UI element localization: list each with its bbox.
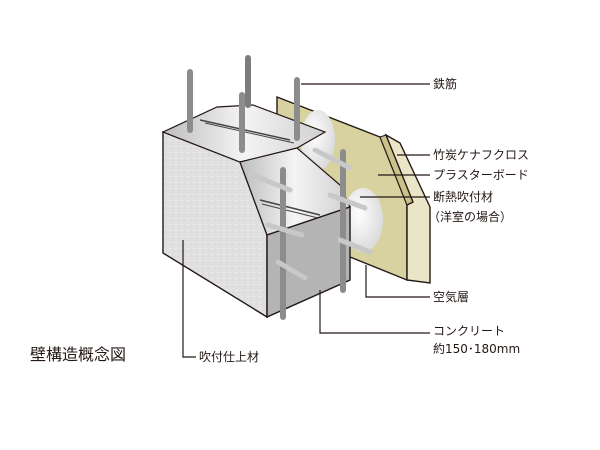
label-plasterboard: プラスターボード [433, 168, 529, 182]
rebar-group [187, 55, 373, 320]
cloth-layer [384, 133, 431, 284]
label-concrete-thickness: 約150･180mm [433, 342, 521, 356]
label-concrete: コンクリート [433, 324, 506, 338]
label-rebar: 鉄筋 [433, 77, 458, 91]
label-insulation: 断熱吹付材 [433, 190, 494, 204]
diagram-title: 壁構造概念図 [30, 345, 127, 364]
label-air-layer: 空気層 [433, 290, 470, 304]
label-spray-finish: 吹付仕上材 [199, 350, 260, 364]
label-insulation-note: （洋室の場合） [428, 210, 513, 224]
label-bamboo-cloth: 竹炭ケナフクロス [433, 148, 530, 162]
concrete-block [161, 104, 351, 319]
leader-lines [182, 83, 430, 358]
